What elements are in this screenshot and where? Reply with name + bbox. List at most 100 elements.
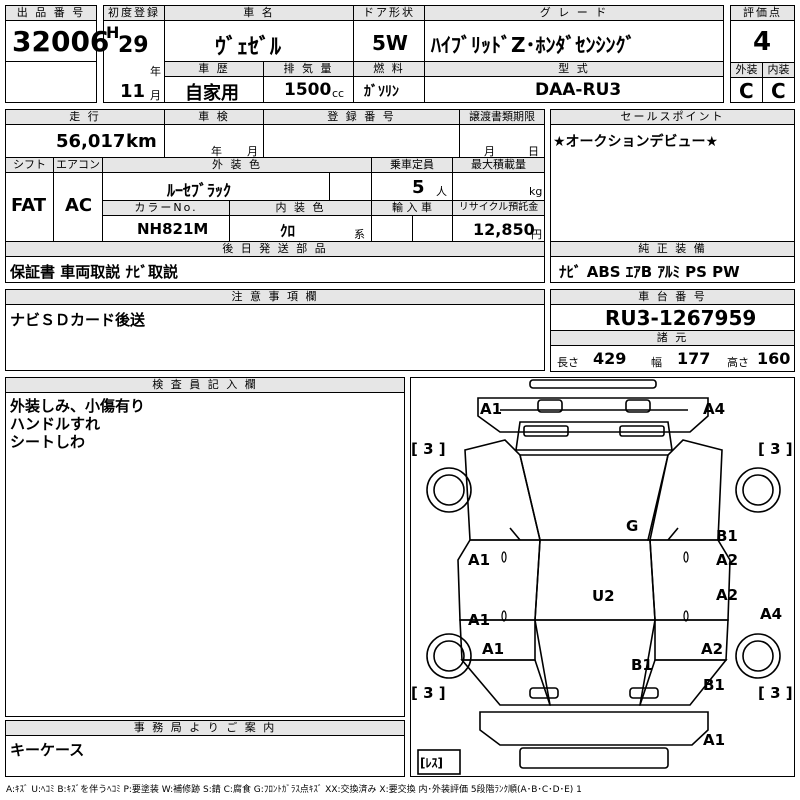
first-reg-label: 初度登録	[103, 5, 165, 21]
exterior-grade-cell: C	[730, 77, 763, 103]
length-label: 長さ	[557, 356, 579, 369]
mileage: 56,017	[56, 131, 126, 152]
registration-cell	[263, 124, 460, 158]
tire-front-left-score: [ 3 ]	[411, 440, 446, 458]
lot-blank	[5, 61, 97, 103]
lot-label: 出 品 番 号	[5, 5, 97, 21]
inspection-cell: 年 月	[164, 124, 264, 158]
registration-label: 登 録 番 号	[263, 109, 460, 125]
color-cell: ﾙｰｾﾌﾞﾗｯｸ	[102, 172, 330, 201]
ac: AC	[65, 195, 93, 216]
damage-a1-left-rear: A1	[482, 640, 505, 658]
damage-b1-right-front: B1	[716, 527, 738, 545]
office-text: キーケース	[10, 741, 85, 759]
damage-a4-right-side: A4	[760, 605, 783, 623]
transfer-cell: 月 日	[459, 124, 545, 158]
sales-label: セールスポイント	[550, 109, 795, 125]
color-label: 外 装 色	[102, 157, 372, 173]
office-label: 事 務 局 よ り ご 案 内	[5, 720, 405, 736]
color-extra-cell	[329, 172, 372, 201]
model: DAA-RU3	[535, 80, 622, 100]
notes: ナビＳＤカード後送	[10, 311, 146, 329]
shift-label: シフト	[5, 157, 54, 173]
door-cell: 5W	[353, 20, 425, 62]
equipment-cell: ﾅﾋﾞ ABS ｴｱB ｱﾙﾐ PS PW	[550, 256, 795, 283]
grade: ﾊｲﾌﾞﾘｯﾄﾞZ･ﾎﾝﾀﾞｾﾝｼﾝｸﾞ	[431, 33, 636, 57]
later-parts: 保証書 車両取説 ﾅﾋﾞ取説	[10, 263, 178, 281]
capacity-cell: 5 人	[371, 172, 453, 201]
displacement-unit: cc	[332, 87, 345, 100]
office-cell: キーケース	[5, 735, 405, 777]
legend: A:ｷｽﾞ U:ﾍｺﾐ B:ｷｽﾞを伴うﾍｺﾐ P:要塗装 W:補修跡 S:錆 …	[6, 785, 582, 795]
width-label: 幅	[651, 356, 662, 369]
damage-a1-rear-bumper: A1	[703, 731, 726, 749]
interior-color: ｸﾛ	[280, 222, 296, 240]
capacity-label: 乗車定員	[371, 157, 453, 173]
inspector-line-1: 外装しみ、小傷有り	[10, 397, 146, 415]
damage-a1-left-rear-door: A1	[468, 611, 491, 629]
lot-cell: 32006	[5, 20, 109, 62]
load-cell: kg	[452, 172, 545, 201]
model-cell: DAA-RU3	[424, 76, 724, 103]
mileage-label: 走 行	[5, 109, 165, 125]
car-name-label: 車 名	[164, 5, 354, 21]
later-parts-label: 後 日 発 送 部 品	[5, 241, 545, 257]
ac-label: エアコン	[53, 157, 103, 173]
chassis-label: 車 台 番 号	[550, 289, 795, 305]
interior-grade: C	[771, 79, 786, 103]
inspection-year-unit: 年	[211, 145, 222, 158]
later-parts-cell: 保証書 車両取説 ﾅﾋﾞ取説	[5, 256, 545, 283]
equipment: ﾅﾋﾞ ABS ｴｱB ｱﾙﾐ PS PW	[559, 263, 740, 281]
load-label: 最大積載量	[452, 157, 545, 173]
history-cell: 自家用	[164, 76, 264, 104]
capacity: 5	[412, 177, 425, 198]
notes-cell: ナビＳＤカード後送	[5, 304, 545, 371]
damage-a1-left-front-door: A1	[468, 551, 491, 569]
score-cell: 4	[730, 20, 795, 63]
interior-grade-cell: C	[762, 77, 795, 103]
tire-front-right-score: [ 3 ]	[758, 440, 793, 458]
first-reg-cell: H 29 年 11 月	[103, 20, 165, 103]
damage-a2-right-front-door: A2	[716, 551, 739, 569]
recycle-cell: 12,850 円	[452, 215, 545, 242]
history: 自家用	[185, 83, 239, 104]
first-reg-month: 11	[120, 81, 146, 102]
import-cell-2	[412, 215, 453, 242]
score: 4	[753, 27, 772, 57]
month-unit: 月	[150, 89, 161, 102]
first-reg-year: 29	[118, 33, 149, 58]
color: ﾙｰｾﾌﾞﾗｯｸ	[167, 181, 232, 200]
tire-rear-left-score: [ 3 ]	[411, 684, 446, 702]
notes-label: 注 意 事 項 欄	[5, 289, 545, 305]
car-name: ｳﾞｪｾﾞﾙ	[215, 35, 282, 60]
color-no-label: カラーNo.	[102, 200, 230, 216]
inspector-label: 検 査 員 記 入 欄	[5, 377, 405, 393]
color-no-cell: NH821M	[102, 215, 230, 242]
sales-cell: ★オークションデビュー★	[550, 124, 795, 242]
import-label: 輸 入 車	[371, 200, 453, 216]
inspection-month-unit: 月	[247, 145, 258, 158]
inspection-label: 車 検	[164, 109, 264, 125]
spare-tire-label: [ﾚｽ]	[420, 756, 443, 770]
chassis: RU3-1267959	[605, 306, 757, 330]
shift-cell: FAT	[5, 172, 54, 242]
score-label: 評価点	[730, 5, 795, 21]
capacity-unit: 人	[436, 185, 447, 198]
shift: FAT	[11, 195, 47, 216]
damage-a2-right-rear: A2	[701, 640, 724, 658]
interior-label: 内装	[762, 62, 795, 78]
damage-a2-right-rear-door: A2	[716, 586, 739, 604]
displacement-cell: 1500 cc	[263, 76, 354, 103]
interior-color-cell: ｸﾛ 系	[229, 215, 372, 242]
recycle-unit: 円	[531, 228, 542, 241]
load-unit: kg	[529, 185, 543, 198]
spec-cell: 長さ 429 幅 177 高さ 160	[550, 345, 795, 372]
history-label: 車 歴	[164, 61, 264, 77]
grade-label: グ レ ー ド	[424, 5, 724, 21]
transfer-day-unit: 日	[528, 145, 539, 158]
ac-cell: AC	[53, 172, 103, 242]
displacement-label: 排 気 量	[263, 61, 354, 77]
recycle-label: リサイクル預託金	[452, 200, 545, 216]
damage-g-windshield: G	[626, 517, 639, 535]
height-label: 高さ	[727, 356, 749, 369]
